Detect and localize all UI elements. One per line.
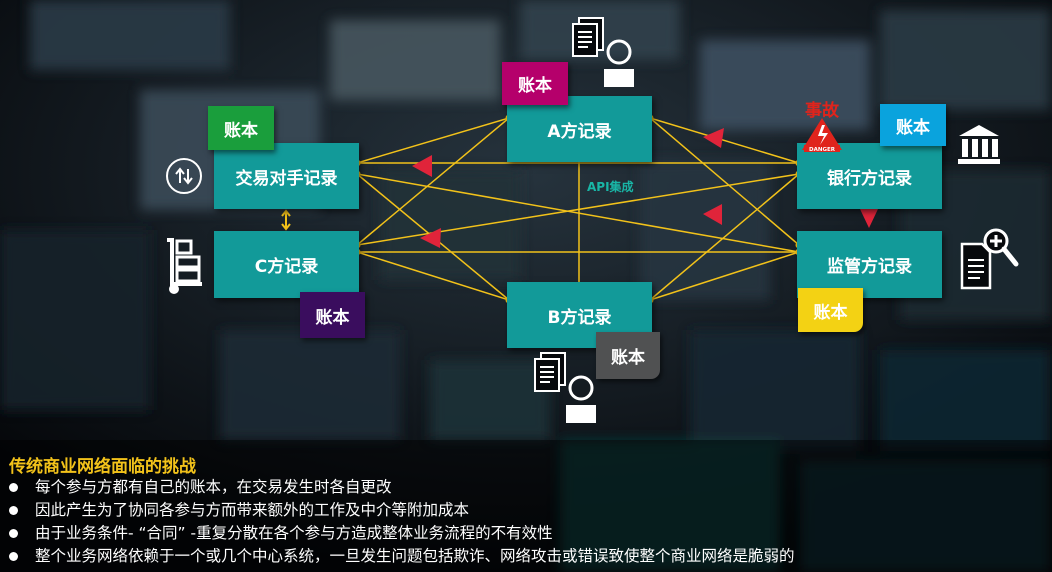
bullet-icon: [9, 483, 18, 492]
connection-line: [356, 117, 510, 164]
bullet-icon: [9, 529, 18, 538]
connection-line: [356, 173, 800, 253]
challenge-text: 每个参与方都有自己的账本，在交易发生时各自更改: [35, 478, 392, 496]
ledger-bank: 账本: [880, 104, 946, 146]
ledger-regulator: 账本: [798, 288, 863, 332]
api-integration-label: API集成: [587, 180, 634, 194]
bank-icon: [958, 125, 1000, 164]
connection-line: [649, 173, 800, 301]
document-search-icon: [960, 228, 1019, 290]
challenge-item: 每个参与方都有自己的账本，在交易发生时各自更改: [9, 476, 795, 499]
alert-arrow-icon: [412, 155, 432, 177]
connection-line: [649, 117, 800, 164]
node-counterparty: 交易对手记录: [214, 143, 359, 209]
connection-line: [356, 173, 800, 246]
node-a: A方记录: [507, 96, 652, 162]
challenges-list: 每个参与方都有自己的账本，在交易发生时各自更改 因此产生为了协同各参与方而带来额…: [9, 476, 795, 568]
bullet-icon: [9, 506, 18, 515]
documents-icon: [534, 352, 566, 392]
node-c: C方记录: [214, 231, 359, 298]
challenge-item: 整个业务网络依赖于一个或几个中心系统，一旦发生问题包括欺诈、网络攻击或错误致使整…: [9, 545, 795, 568]
connection-line: [356, 251, 510, 301]
connection-line: [356, 117, 510, 246]
alert-arrow-icon: [703, 128, 724, 148]
alert-arrow-icon: [420, 228, 441, 248]
person-icon: [566, 375, 596, 423]
connection-line: [649, 117, 800, 246]
challenge-item: 因此产生为了协同各参与方而带来额外的工作及中介等附加成本: [9, 499, 795, 522]
link-double-arrow-icon: [281, 209, 291, 231]
danger-text: DANGER: [809, 147, 836, 153]
danger-sign-icon: DANGER: [802, 118, 842, 153]
ledger-c: 账本: [300, 292, 365, 338]
swap-arrows-icon: [166, 158, 202, 194]
challenge-item: 由于业务条件- “合同” -重复分散在各个参与方造成整体业务流程的不有效性: [9, 522, 795, 545]
documents-icon: [572, 17, 604, 57]
alert-arrow-icon: [703, 204, 722, 225]
node-bank: 银行方记录: [797, 143, 942, 209]
ledger-b: 账本: [596, 332, 660, 379]
node-regulator: 监管方记录: [797, 231, 942, 298]
bullet-icon: [9, 552, 18, 561]
challenges-title: 传统商业网络面临的挑战: [9, 457, 196, 477]
person-icon: [604, 39, 634, 87]
challenge-text: 由于业务条件- “合同” -重复分散在各个参与方造成整体业务流程的不有效性: [35, 524, 553, 542]
ledger-counterparty: 账本: [208, 106, 274, 150]
hand-truck-icon: [167, 238, 202, 294]
challenge-text: 因此产生为了协同各参与方而带来额外的工作及中介等附加成本: [35, 501, 470, 519]
accident-label: 事故: [805, 101, 839, 121]
ledger-a: 账本: [502, 62, 568, 105]
alert-arrow-icon: [860, 209, 878, 228]
challenge-text: 整个业务网络依赖于一个或几个中心系统，一旦发生问题包括欺诈、网络攻击或错误致使整…: [35, 547, 795, 565]
connection-line: [649, 251, 800, 301]
